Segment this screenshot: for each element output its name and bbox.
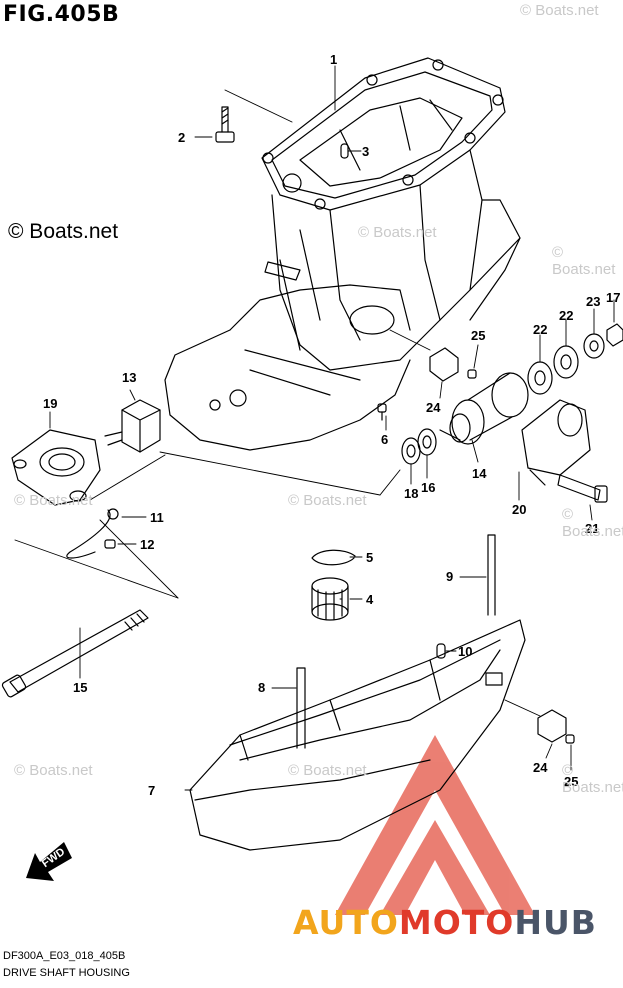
bushing-14 <box>439 372 529 445</box>
callout-2: 2 <box>178 130 185 145</box>
figure-name: DRIVE SHAFT HOUSING <box>3 967 130 979</box>
brand-hub: HUB <box>514 903 597 942</box>
callout-25a: 25 <box>471 328 485 343</box>
figure-title: FIG.405B <box>3 2 120 27</box>
callout-18: 18 <box>404 486 418 501</box>
copyright-label: © Boats.net <box>8 220 119 243</box>
clamp-20 <box>521 399 591 486</box>
screw-25-upper <box>467 369 477 379</box>
drive-shaft-housing-upper <box>164 57 521 451</box>
brand-moto: MOTO <box>398 903 515 942</box>
callout-12: 12 <box>140 537 154 552</box>
callout-22b: 22 <box>559 308 573 323</box>
watermark: © Boats.net <box>288 762 367 779</box>
callout-24b: 24 <box>533 760 548 775</box>
long-bolt-15 <box>1 609 149 698</box>
callout-19: 19 <box>43 396 57 411</box>
watermark: © Boats.net <box>562 762 623 796</box>
callout-3: 3 <box>362 144 369 159</box>
watermark: © Boats.net <box>358 224 437 241</box>
watermark: © Boats.net <box>562 506 623 540</box>
figure-code: DF300A_E03_018_405B <box>3 950 126 962</box>
sensor-13 <box>104 399 161 453</box>
bracket-19 <box>11 429 101 506</box>
callout-numbers: 1 2 3 4 5 6 7 8 9 10 11 12 13 14 15 16 1… <box>43 52 620 798</box>
callout-23: 23 <box>586 294 600 309</box>
callout-10: 10 <box>458 644 472 659</box>
callout-8: 8 <box>258 680 265 695</box>
gear-4 <box>311 577 349 621</box>
pad-24-lower <box>537 709 567 743</box>
bolt-2 <box>215 106 235 143</box>
callout-25b: 25 <box>564 774 578 789</box>
snap-ring-5 <box>311 549 356 566</box>
callout-13: 13 <box>122 370 136 385</box>
nut-17 <box>606 323 623 347</box>
callout-11: 11 <box>150 510 164 525</box>
callout-9: 9 <box>446 569 453 584</box>
callout-6: 6 <box>381 432 388 447</box>
callout-20: 20 <box>512 502 526 517</box>
fwd-arrow-icon <box>26 842 72 881</box>
stud-8 <box>296 667 306 749</box>
callout-5: 5 <box>366 550 373 565</box>
stud-9 <box>487 534 496 616</box>
callout-15: 15 <box>73 680 87 695</box>
watermark: © Boats.net <box>552 244 616 278</box>
brand-wordmark: AUTOMOTOHUB <box>293 903 597 942</box>
bolt-21 <box>557 474 608 503</box>
callout-14: 14 <box>472 466 487 481</box>
callout-17: 17 <box>606 290 620 305</box>
callout-4: 4 <box>366 592 374 607</box>
callout-24a: 24 <box>426 400 441 415</box>
watermark: © Boats.net <box>288 492 367 509</box>
pad-24-upper <box>429 347 459 382</box>
callout-1: 1 <box>330 52 337 67</box>
watermark: © Boats.net <box>14 762 93 779</box>
watermark: © Boats.net <box>520 2 599 19</box>
callout-16: 16 <box>421 480 435 495</box>
callout-7: 7 <box>148 783 155 798</box>
brand-auto: AUTO <box>293 903 399 942</box>
callout-21: 21 <box>585 521 599 536</box>
lower-housing-7 <box>189 619 526 851</box>
screw-25-lower <box>565 734 575 744</box>
wire-11-12 <box>66 508 119 559</box>
watermark: © Boats.net <box>14 492 93 509</box>
pin-10 <box>436 643 446 659</box>
pin-3 <box>340 143 349 159</box>
leader-lines <box>14 65 615 791</box>
screw-6 <box>377 403 387 421</box>
washers-16-18 <box>401 428 437 465</box>
callout-22a: 22 <box>533 322 547 337</box>
brand-triangle-icon <box>335 735 535 915</box>
